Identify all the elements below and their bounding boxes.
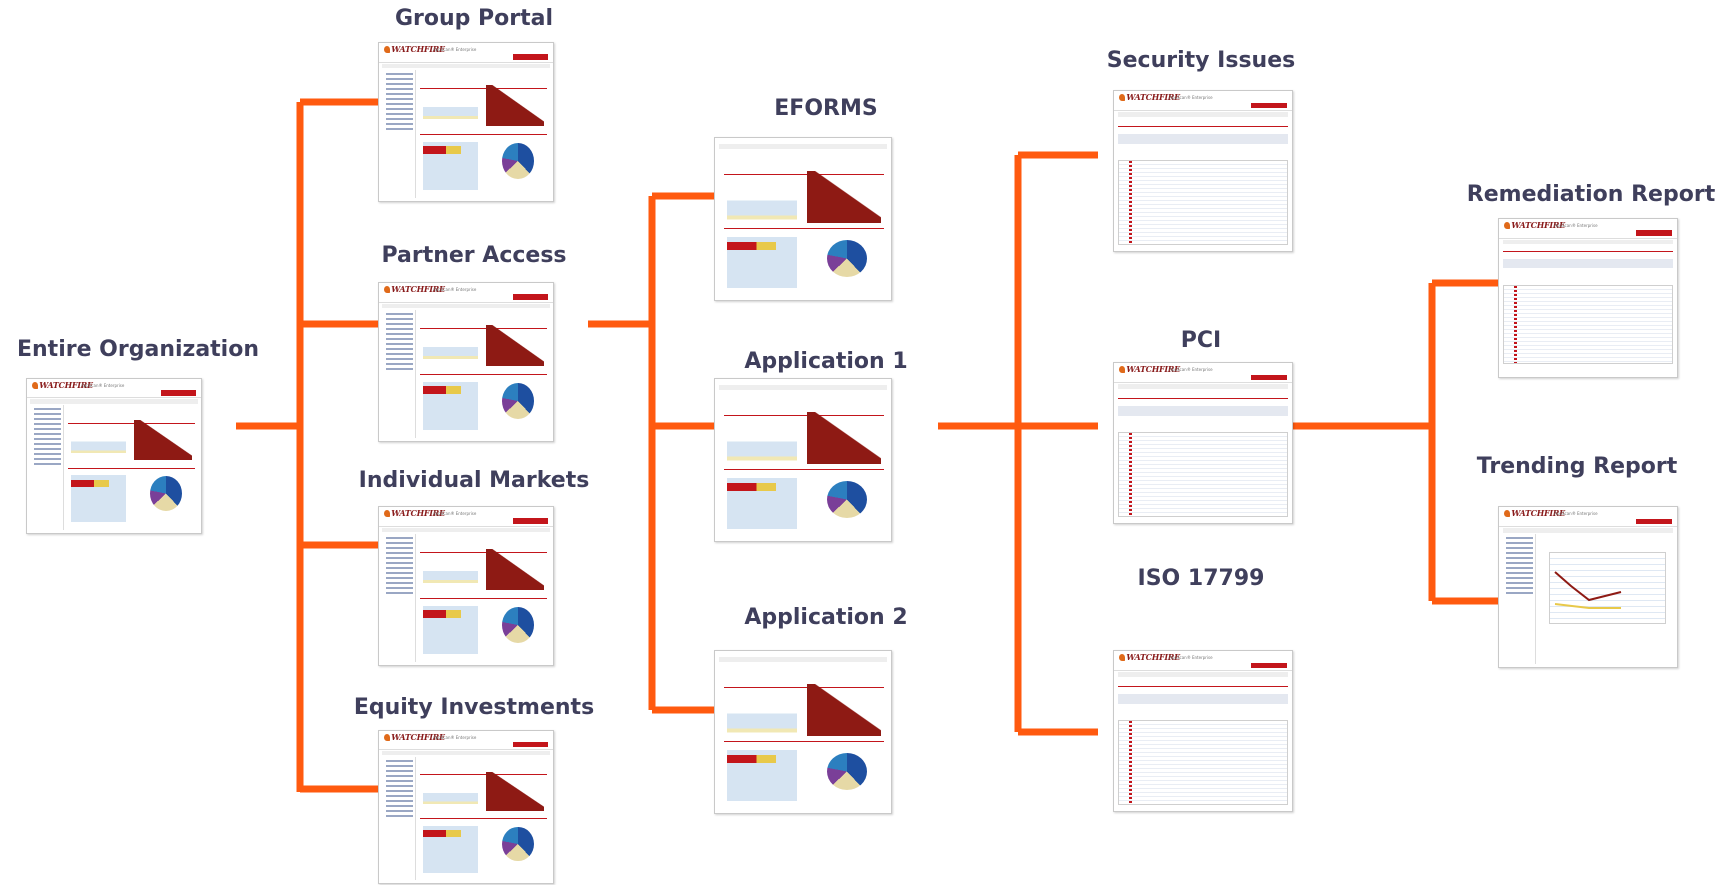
label-remediation-report: Remediation Report — [1466, 182, 1715, 207]
label-application-1: Application 1 — [744, 349, 908, 374]
label-equity-investments: Equity Investments — [353, 695, 595, 720]
label-group-portal: Group Portal — [394, 6, 554, 31]
label-partner-access: Partner Access — [381, 243, 567, 268]
label-pci: PCI — [1180, 328, 1222, 353]
label-entire-organization: Entire Organization — [16, 337, 260, 362]
trending-line-icon — [1554, 571, 1622, 609]
label-trending-report: Trending Report — [1476, 454, 1678, 479]
thumbnail-application-2 — [714, 650, 892, 814]
label-eforms: EFORMS — [774, 96, 878, 121]
thumbnail-eforms — [714, 137, 892, 301]
thumbnail-application-1 — [714, 378, 892, 542]
label-iso-17799: ISO 17799 — [1137, 566, 1265, 591]
label-application-2: Application 2 — [744, 605, 908, 630]
label-individual-markets: Individual Markets — [358, 468, 590, 493]
label-security-issues: Security Issues — [1106, 48, 1296, 73]
